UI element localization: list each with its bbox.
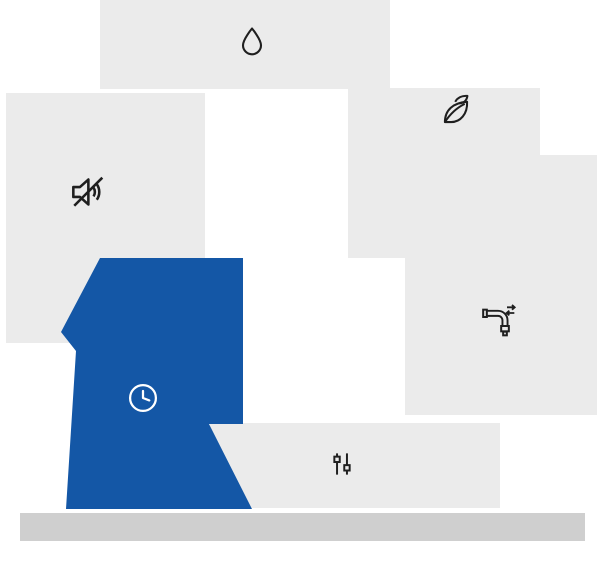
leaf-icon <box>437 92 475 130</box>
tile-connection[interactable] <box>405 155 597 415</box>
bottom-bar <box>20 513 585 541</box>
tile-water[interactable] <box>100 0 390 89</box>
hose-connector-swap-icon <box>478 302 518 342</box>
speaker-muted-icon <box>66 170 110 214</box>
tile-adjustments[interactable] <box>210 423 500 508</box>
water-drop-icon <box>234 24 270 60</box>
sliders-icon <box>325 447 359 481</box>
clock-icon <box>125 380 161 416</box>
